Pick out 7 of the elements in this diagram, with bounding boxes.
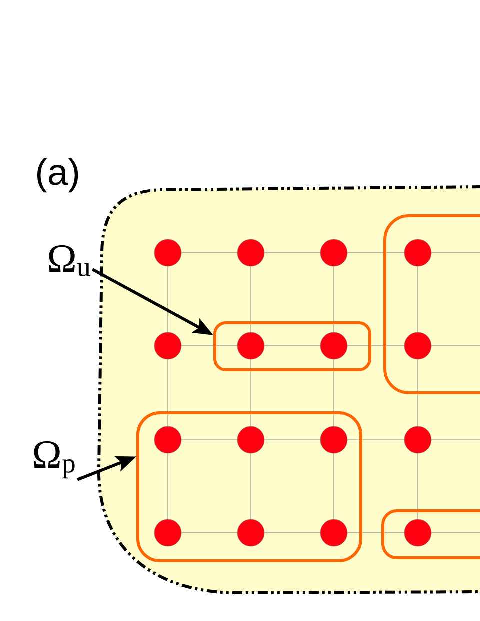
math-label: Ω$_{u}$	[49, 246, 90, 277]
rounded-box	[214, 322, 372, 372]
panel-label: (a)	[38, 158, 78, 193]
math-label: Ω$_{p}$	[34, 442, 75, 479]
rounded-box	[136, 412, 362, 562]
rounded-box	[382, 510, 480, 560]
rounded-box	[384, 214, 480, 394]
